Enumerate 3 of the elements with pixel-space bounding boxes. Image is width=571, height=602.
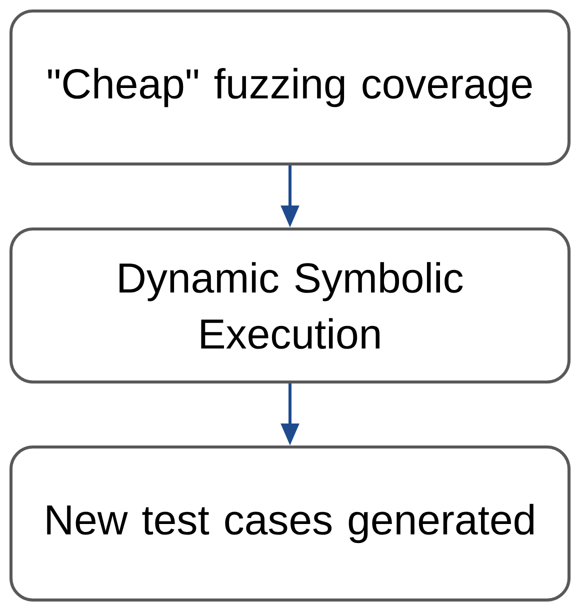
process-box: "Cheap" fuzzing coverage (10, 10, 570, 166)
process-box: New test cases generated (10, 446, 570, 602)
process-box: Dynamic Symbolic Execution (10, 228, 570, 384)
